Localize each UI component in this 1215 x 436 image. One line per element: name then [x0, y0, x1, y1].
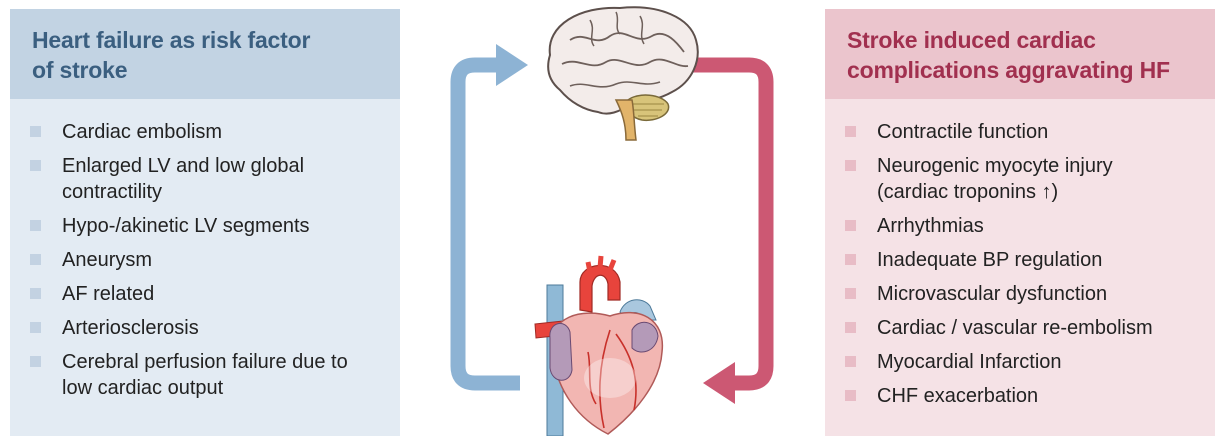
left-panel-header: Heart failure as risk factor of stroke [10, 9, 400, 99]
square-bullet-icon [845, 160, 856, 171]
list-item: Cardiac embolism [30, 119, 400, 145]
right-panel: Stroke induced cardiac complications agg… [825, 9, 1215, 436]
list-item: Arteriosclerosis [30, 315, 400, 341]
square-bullet-icon [845, 220, 856, 231]
square-bullet-icon [30, 160, 41, 171]
square-bullet-icon [30, 322, 41, 333]
left-cycle-arrow [458, 44, 528, 383]
list-item: Hypo-/akinetic LV segments [30, 213, 400, 239]
square-bullet-icon [845, 356, 856, 367]
list-item: Inadequate BP regulation [845, 247, 1215, 273]
right-panel-header: Stroke induced cardiac complications agg… [825, 9, 1215, 99]
square-bullet-icon [30, 356, 41, 367]
square-bullet-icon [845, 126, 856, 137]
list-item: Microvascular dysfunction [845, 281, 1215, 307]
square-bullet-icon [845, 322, 856, 333]
square-bullet-icon [845, 390, 856, 401]
list-item: AF related [30, 281, 400, 307]
right-panel-list: Contractile function Neurogenic myocyte … [825, 99, 1215, 409]
right-panel-title: Stroke induced cardiac complications agg… [847, 25, 1187, 85]
left-panel-list: Cardiac embolism Enlarged LV and low glo… [10, 99, 400, 401]
square-bullet-icon [845, 254, 856, 265]
square-bullet-icon [30, 288, 41, 299]
list-item: CHF exacerbation [845, 383, 1215, 409]
list-item: Cardiac / vascular re-embolism [845, 315, 1215, 341]
left-panel: Heart failure as risk factor of stroke C… [10, 9, 400, 436]
list-item: Enlarged LV and low global contractility [30, 153, 400, 205]
heart-icon [535, 256, 662, 436]
list-item: Contractile function [845, 119, 1215, 145]
list-item: Aneurysm [30, 247, 400, 273]
right-cycle-arrow [690, 65, 766, 404]
square-bullet-icon [845, 288, 856, 299]
cycle-diagram [420, 0, 805, 436]
brain-icon [548, 7, 698, 140]
left-panel-title: Heart failure as risk factor of stroke [32, 25, 332, 85]
list-item: Cerebral perfusion failure due to low ca… [30, 349, 400, 401]
list-item: Neurogenic myocyte injury (cardiac tropo… [845, 153, 1215, 205]
list-item: Arrhythmias [845, 213, 1215, 239]
square-bullet-icon [30, 220, 41, 231]
square-bullet-icon [30, 126, 41, 137]
square-bullet-icon [30, 254, 41, 265]
list-item: Myocardial Infarction [845, 349, 1215, 375]
